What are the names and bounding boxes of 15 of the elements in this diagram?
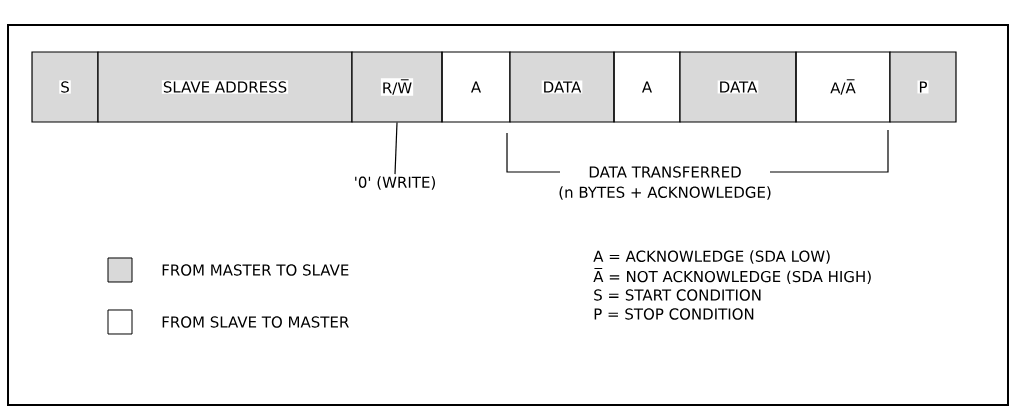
field-box: R/W̅ — [351, 51, 443, 123]
note-text: A = ACKNOWLEDGE (SDA LOW) — [593, 250, 830, 264]
legend-text: FROM MASTER TO SLAVE — [162, 264, 349, 276]
note-text: DATA TRANSFERRED — [589, 166, 741, 178]
field-box: S — [31, 51, 99, 123]
annotation-text: '0' (WRITE) — [355, 176, 435, 190]
note-text: S = START CONDITION — [594, 289, 761, 301]
note-text: P = STOP CONDITION — [594, 308, 754, 320]
note-text: (n BYTES + ACKNOWLEDGE) — [559, 186, 771, 200]
note-text: A̅ = NOT ACKNOWLEDGE (SDA HIGH) — [593, 267, 871, 284]
leader-line — [394, 122, 398, 175]
field-box: DATA — [679, 51, 797, 123]
field-box: DATA — [509, 51, 615, 123]
field-box: P — [889, 51, 957, 123]
legend-text: FROM SLAVE TO MASTER — [162, 316, 349, 328]
